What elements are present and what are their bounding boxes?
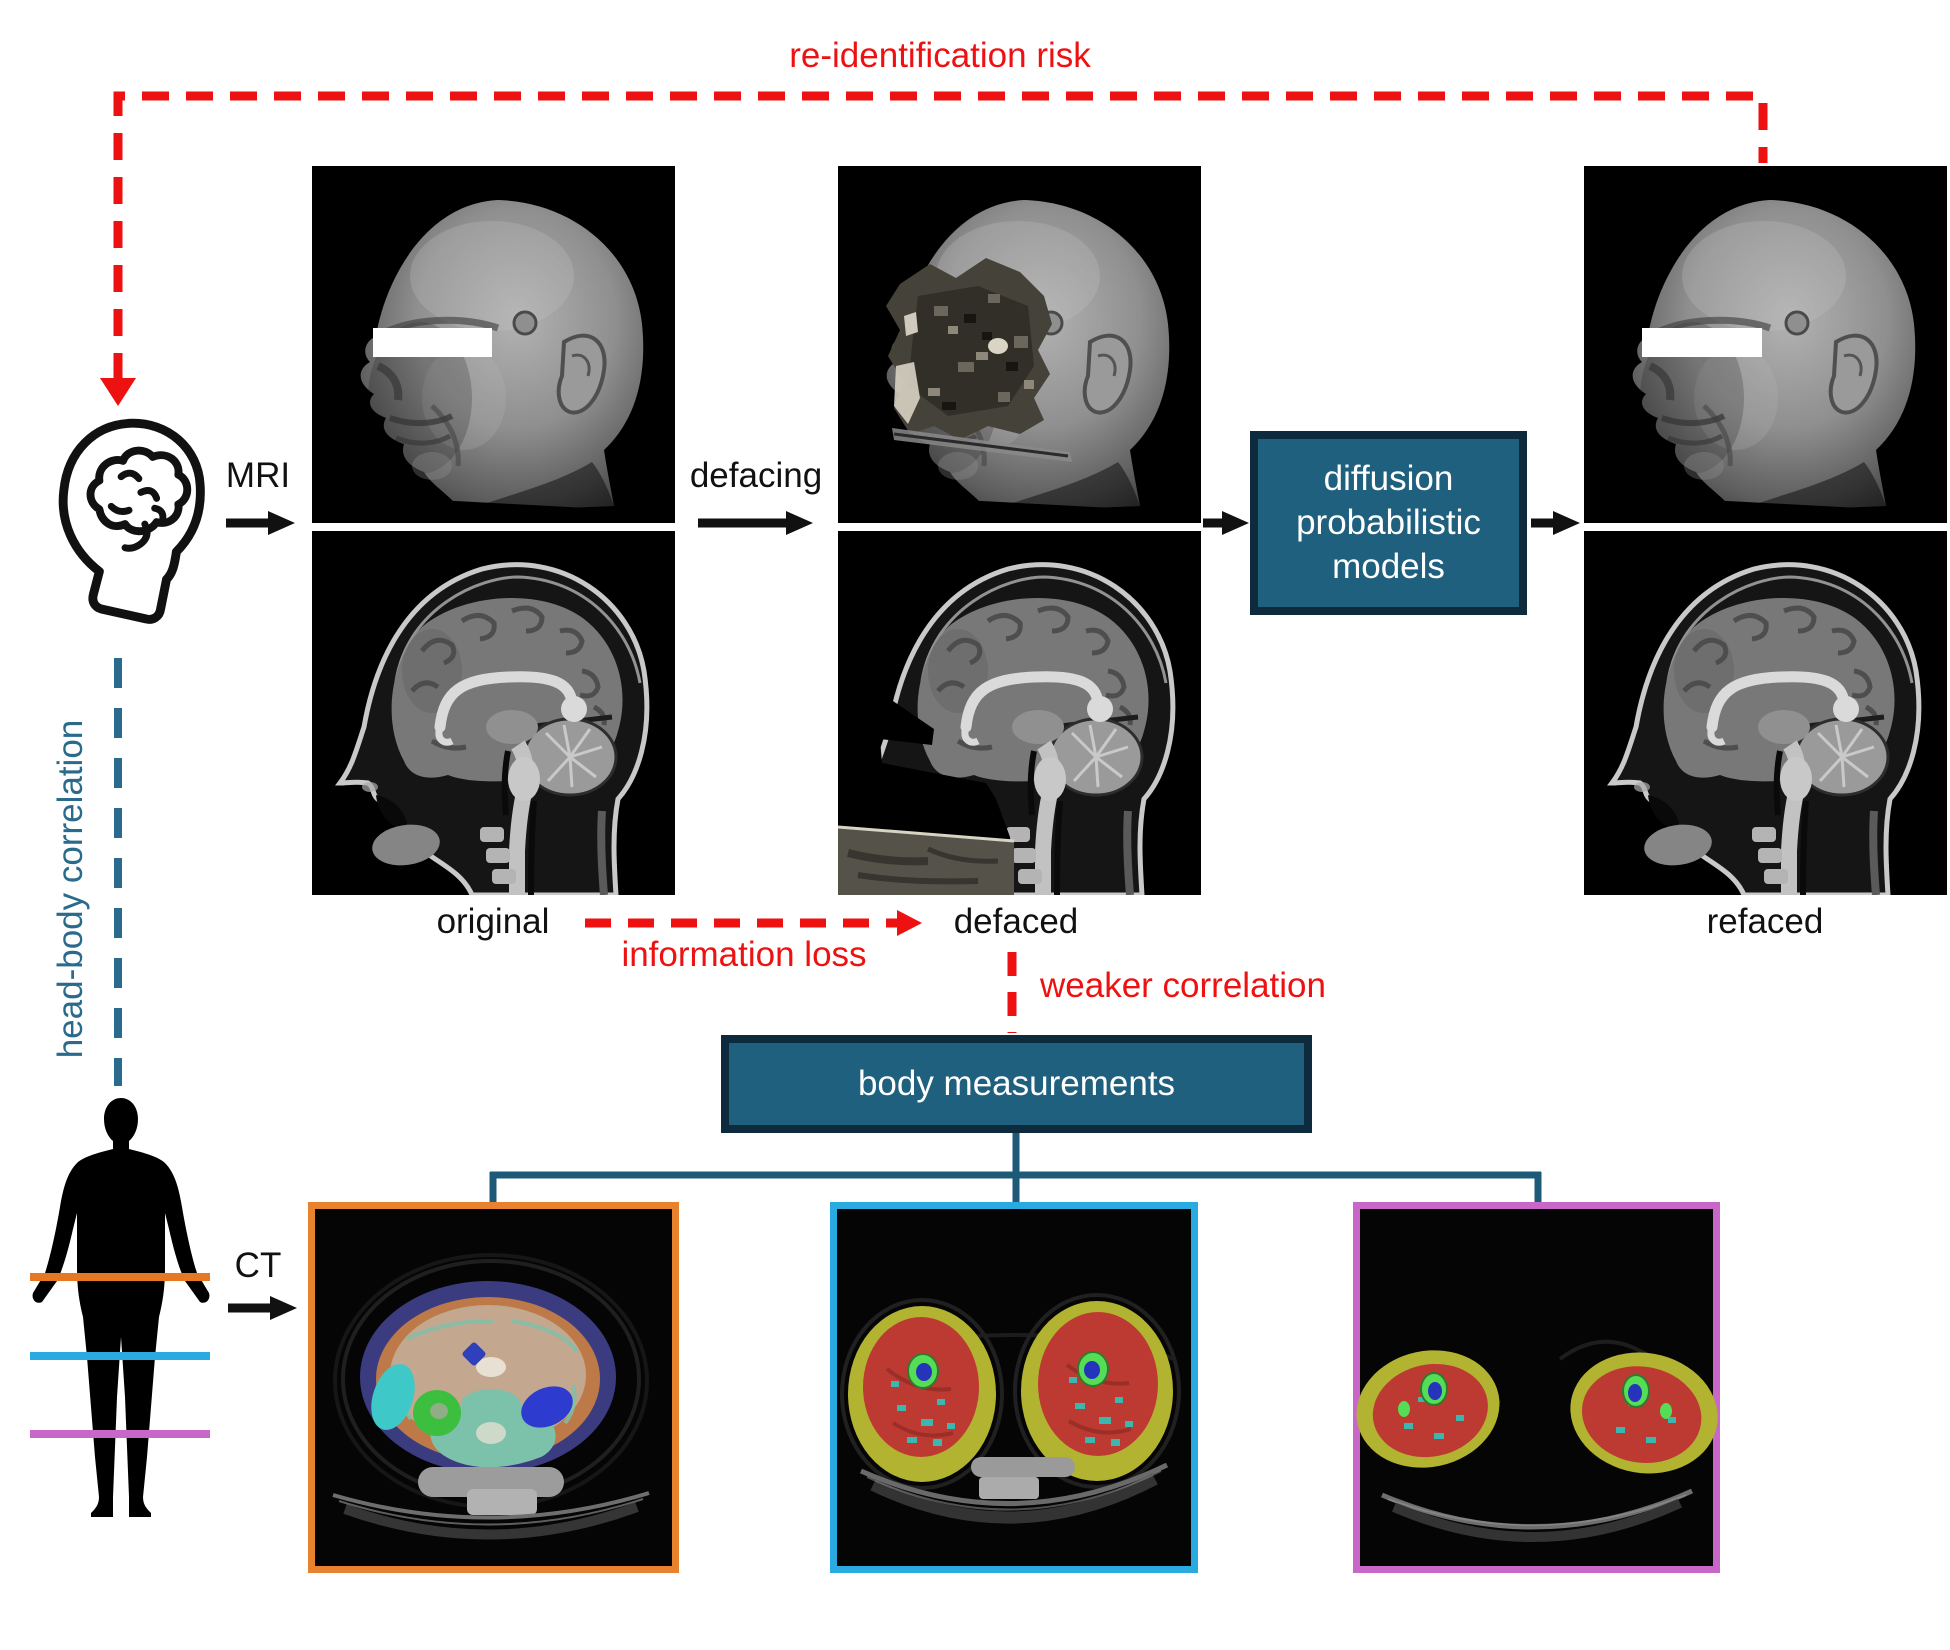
head-with-brain-icon	[58, 418, 205, 624]
head-body-correlation-label: head-body correlation	[51, 719, 90, 1059]
body-measurements-label: body measurements	[857, 1064, 1176, 1104]
panel-sagittal-original	[312, 531, 675, 895]
measurement-tree	[489, 1133, 1542, 1202]
defacing-label: defacing	[689, 456, 823, 495]
defaced-mask	[837, 627, 1015, 895]
risk-arrowhead	[100, 378, 136, 406]
panel-sagittal-refaced	[1584, 531, 1947, 895]
stage-label-refaced: refaced	[1706, 902, 1824, 941]
ct-label: CT	[234, 1246, 282, 1285]
panel-render-defaced	[838, 166, 1201, 523]
diffusion-models-box: diffusion probabilistic models	[1250, 431, 1527, 615]
body-silhouette-icon	[32, 1098, 210, 1517]
ct-slice-lower-thighs	[1353, 1202, 1720, 1573]
mri-label: MRI	[225, 456, 291, 495]
ct-slice-thighs	[830, 1202, 1198, 1573]
ct-slice-abdomen	[308, 1202, 679, 1573]
panel-sagittal-defaced	[838, 531, 1201, 895]
body-measurements-box: body measurements	[721, 1035, 1312, 1133]
eye-censor-bar	[373, 328, 492, 357]
reidentification-risk-label: re-identification risk	[789, 36, 1091, 75]
stage-label-original: original	[436, 902, 550, 941]
diffusion-models-label: diffusion probabilistic models	[1296, 459, 1481, 586]
panel-render-original	[312, 166, 675, 523]
stage-label-defaced: defaced	[953, 902, 1079, 941]
weaker-correlation-label: weaker correlation	[1040, 966, 1326, 1005]
panel-render-refaced	[1584, 166, 1947, 523]
eye-censor-bar	[1642, 328, 1762, 357]
information-loss-label: information loss	[621, 935, 867, 974]
